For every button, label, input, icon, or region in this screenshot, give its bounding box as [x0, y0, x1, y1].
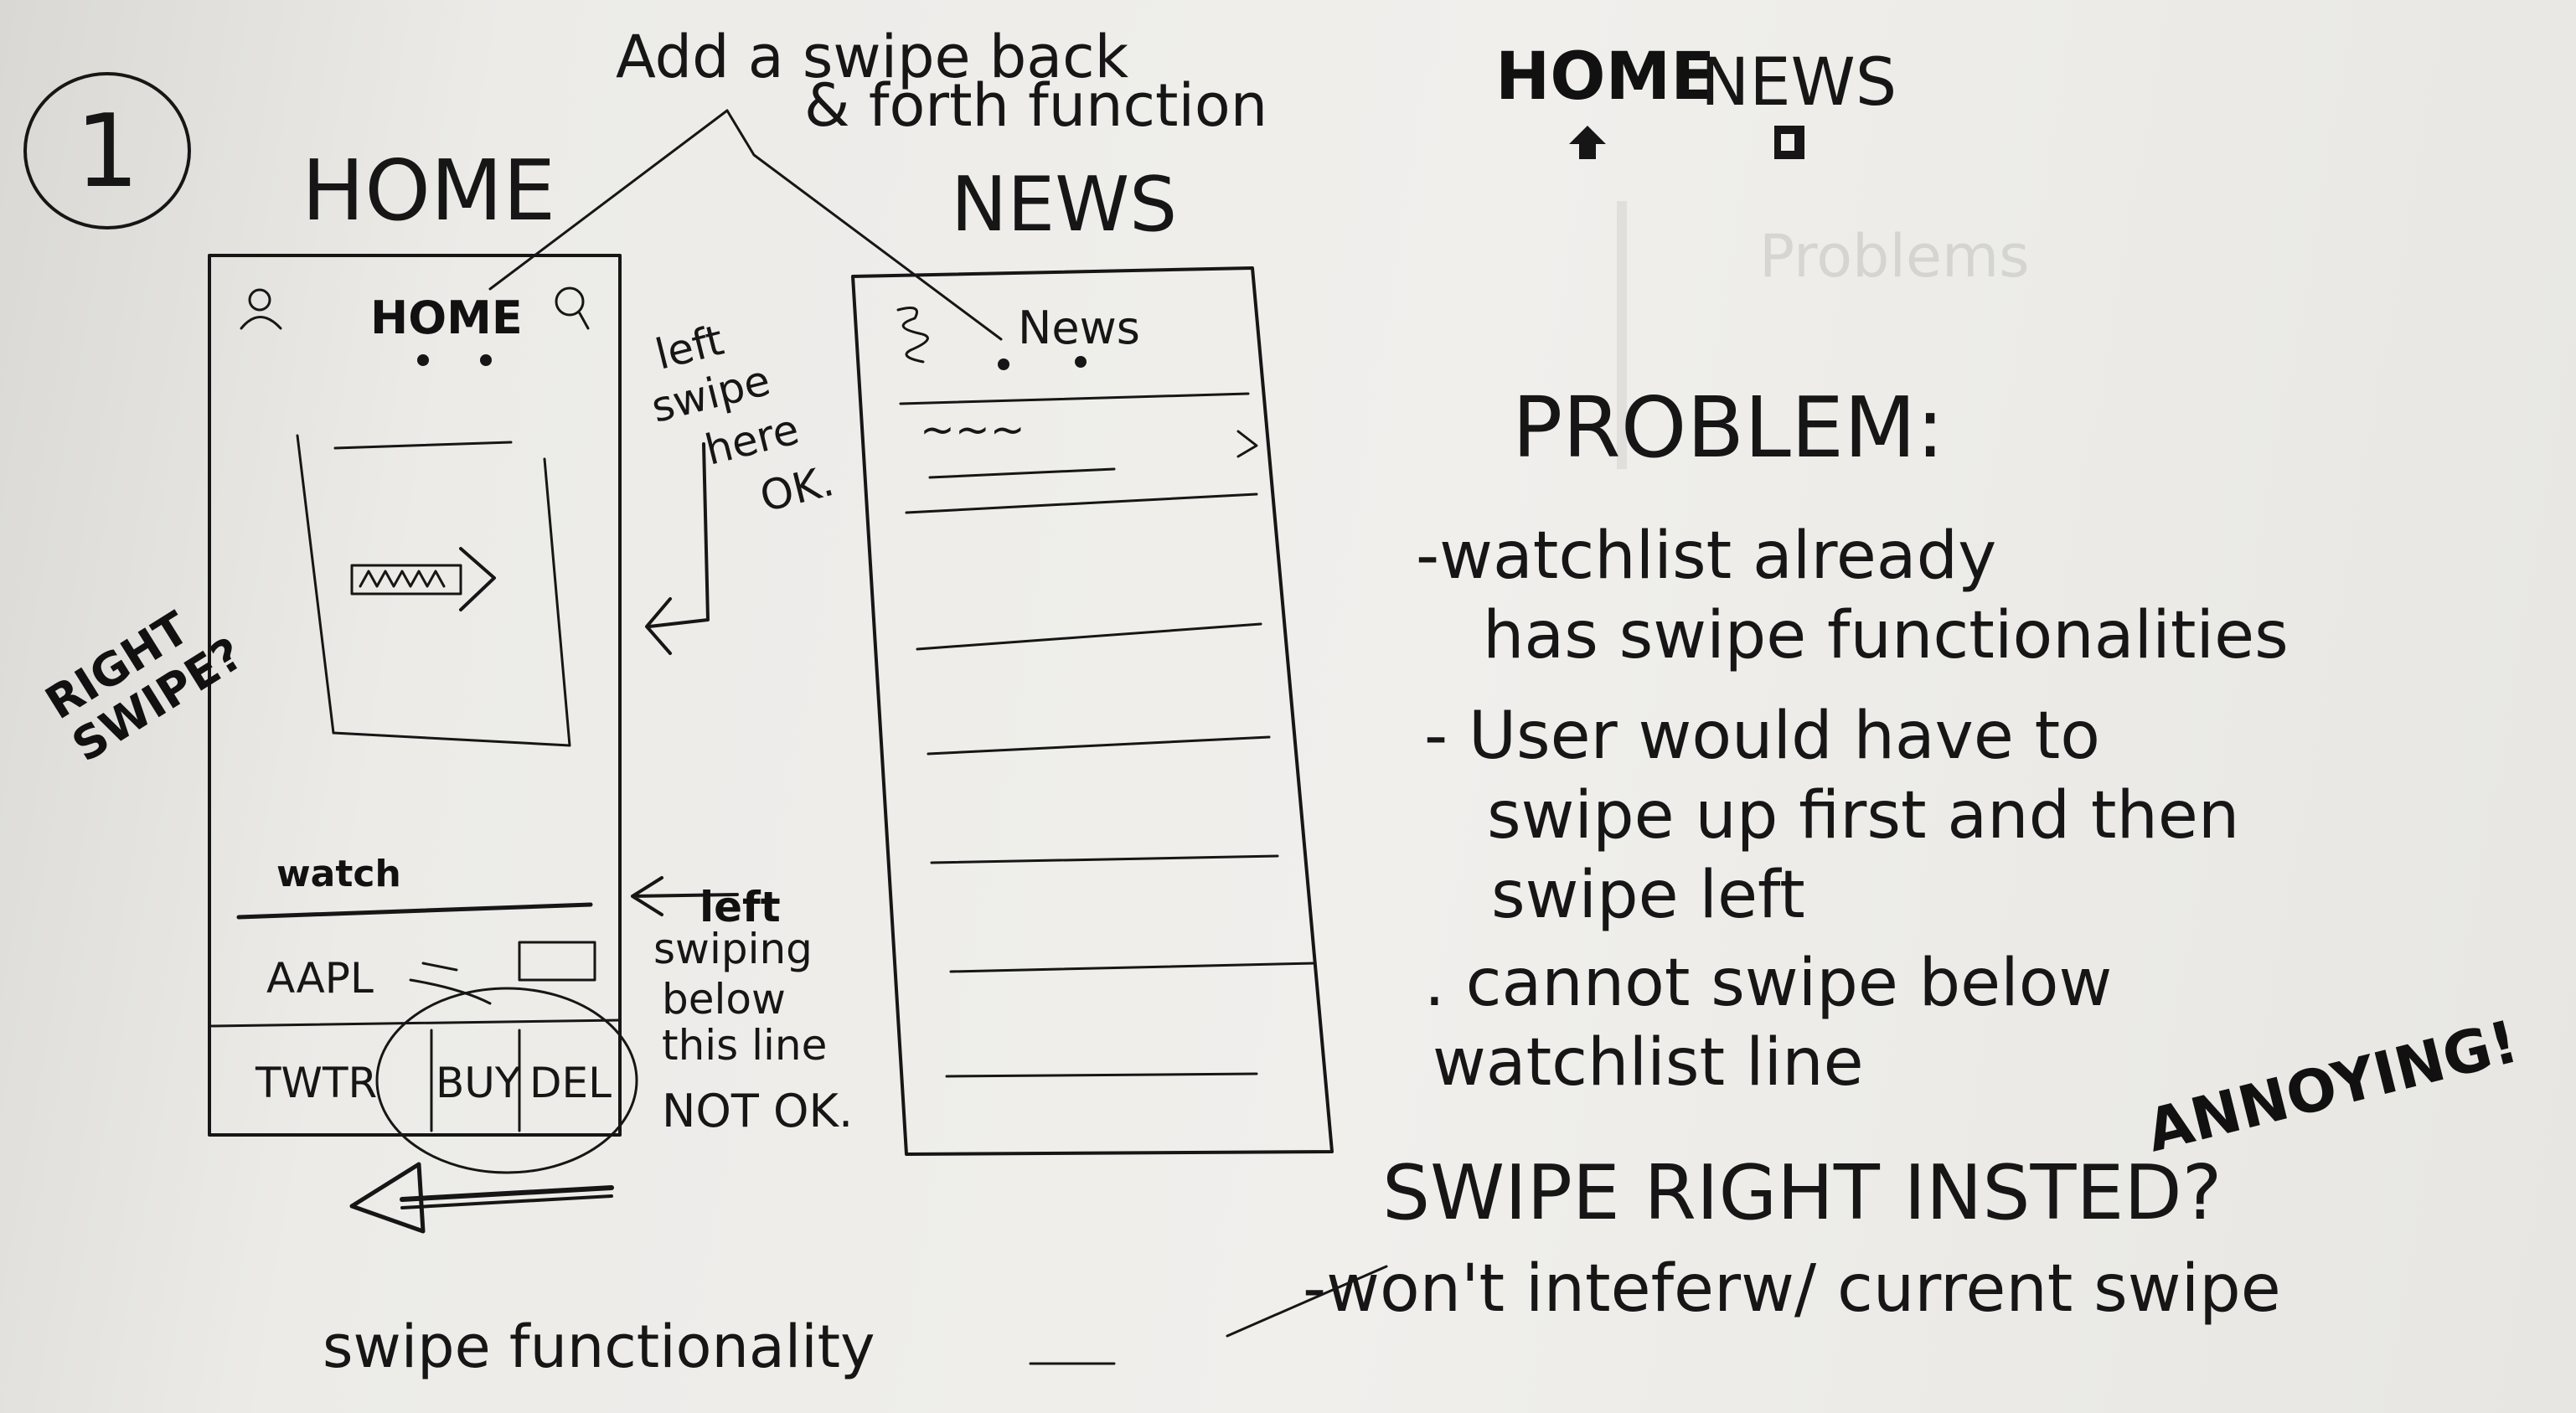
page-number: 1 [23, 72, 191, 229]
news-headline-scribble: ~~~ [920, 405, 1025, 454]
news-dot-2 [1075, 356, 1087, 368]
search-icon [555, 286, 590, 330]
top-note-line2: & forth function [804, 71, 1267, 140]
not-ok-line5: NOT OK. [662, 1085, 853, 1137]
news-dot-1 [998, 358, 1009, 370]
swipe-not-ok-note: left swiping below this line NOT OK. [631, 876, 853, 1137]
news-nav-label: News [1018, 302, 1140, 354]
right-arrow-icon [350, 547, 496, 611]
news-screen-sketch: NEWS News ~~~ [851, 161, 1334, 1156]
not-ok-line4: this line [662, 1021, 827, 1070]
tab-legend: HOME NEWS [1495, 39, 1897, 159]
user-icon [240, 288, 282, 330]
swipe-ok-line4: OK. [756, 456, 839, 522]
top-note-line1: Add a swipe back [616, 23, 1129, 91]
page-number-text: 1 [75, 94, 139, 210]
not-ok-line1: left [699, 883, 781, 931]
annoying-note: ANNOYING! [2140, 1007, 2524, 1165]
chevron-right-icon [1236, 430, 1258, 458]
problem-item3-line2: watchlist line [1433, 1025, 1864, 1101]
home-nav-label: HOME [370, 291, 523, 344]
home-tab-icon [1569, 126, 1606, 159]
proposal-note: -won't inteferw/ current swipe [1303, 1251, 2281, 1327]
menu-icon [896, 307, 929, 364]
swipe-ok-arrow-icon [645, 442, 710, 655]
not-ok-line3: below [662, 975, 786, 1024]
problem-item1-line1: -watchlist already [1416, 518, 1996, 594]
watchlist-header: watch [276, 853, 401, 895]
home-screen-sketch: HOME HOME watch AAPL TWTR BUY DE [208, 142, 638, 1234]
buy-button-sketch: BUY [436, 1059, 521, 1107]
proposal-text: SWIPE RIGHT INSTED? [1382, 1149, 2222, 1237]
problem-item3-line1: . cannot swipe below [1424, 946, 2112, 1021]
problem-item1-line2: has swipe functionalities [1483, 598, 2289, 673]
problem-section: PROBLEM: -watchlist already has swipe fu… [1226, 379, 2525, 1338]
swipe-actions-circle [375, 987, 638, 1174]
swipe-ok-note: left swipe here OK. [647, 316, 839, 522]
delete-button-sketch: DEL [529, 1059, 612, 1107]
home-screen-title: HOME [302, 142, 555, 240]
svg-text:Problems: Problems [1759, 222, 2030, 291]
news-screen-title: NEWS [951, 161, 1177, 249]
sketch-caption: swipe functionality [323, 1312, 875, 1381]
problem-item2-line1: - User would have to [1424, 699, 2100, 774]
right-swipe-note: RIGHT SWIPE? [37, 601, 252, 772]
problem-item2-line3: swipe left [1491, 858, 1805, 933]
top-note: Add a swipe back & forth function [488, 23, 1267, 341]
not-ok-line2: swiping [653, 925, 813, 973]
page-dot-2 [480, 354, 492, 366]
legend-news-label: NEWS [1701, 45, 1897, 121]
swipe-left-arrow-icon [349, 1162, 614, 1234]
row-twtr-symbol: TWTR [255, 1059, 377, 1107]
row-aapl-symbol: AAPL [266, 954, 374, 1003]
page-dot-1 [417, 354, 429, 366]
not-ok-arrow-icon [631, 876, 739, 916]
mini-chart-box [518, 941, 596, 982]
problem-heading: PROBLEM: [1512, 379, 1944, 477]
bleed-through: Problems [1617, 201, 2030, 469]
legend-home-label: HOME [1495, 39, 1716, 115]
problem-item2-line2: swipe up first and then [1487, 778, 2239, 853]
